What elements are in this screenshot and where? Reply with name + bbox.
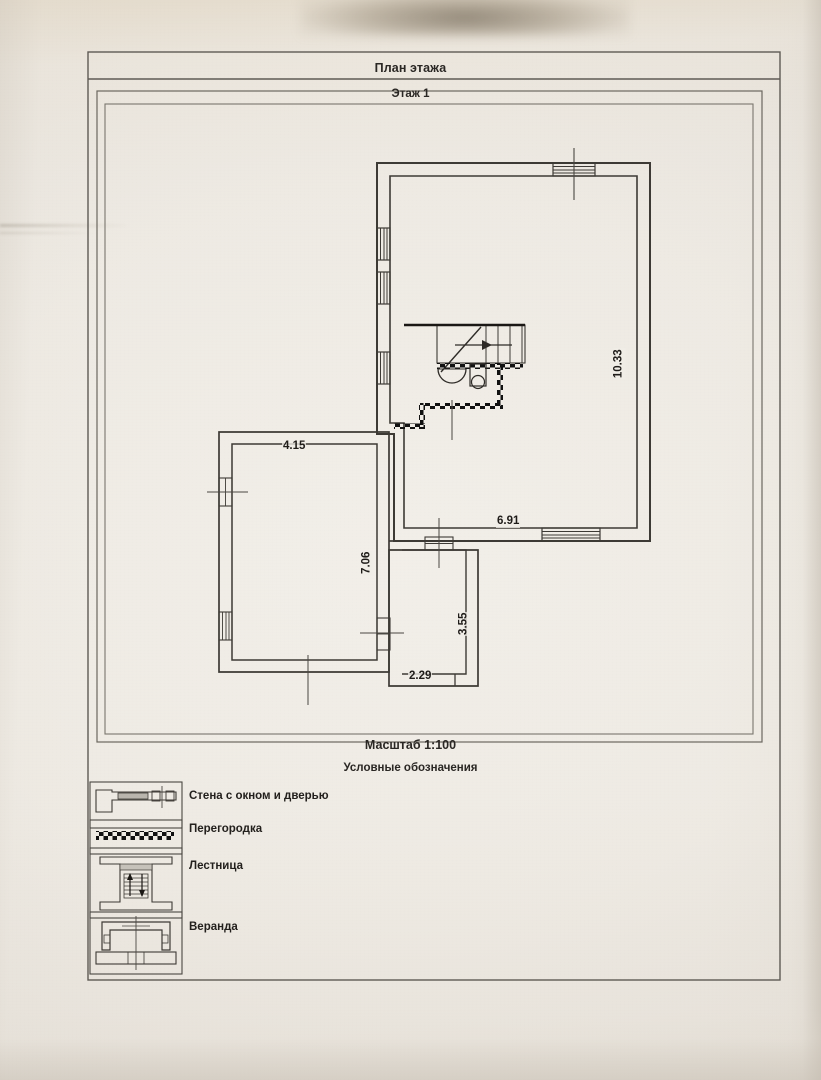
paper-crease-secondary — [0, 232, 96, 234]
paper-crease — [0, 224, 130, 227]
dimension-small-room-width: 2.29 — [408, 670, 433, 683]
paper-smudge — [300, 0, 630, 36]
paper-edge-bottom — [0, 1010, 821, 1080]
page-title: План этажа — [374, 61, 447, 75]
legend-icon-veranda — [95, 916, 177, 970]
dimension-small-room-height: 3.55 — [457, 611, 470, 636]
scale-label: Масштаб 1:100 — [364, 738, 457, 752]
legend-icon-wall-with-window-and-door — [95, 786, 177, 813]
window-main-bottom — [541, 527, 601, 542]
dimension-left-room-width: 4.15 — [282, 440, 307, 453]
window-main-left-1 — [376, 227, 391, 261]
legend-label-wall-with-window-and-door: Стена с окном и дверью — [189, 790, 329, 802]
drawing-frame-middle — [96, 90, 763, 743]
legend-label-staircase: Лестница — [189, 860, 243, 872]
legend-icon-staircase — [99, 856, 173, 911]
partition-bathroom-top — [437, 363, 523, 369]
window-main-left-2 — [376, 271, 391, 305]
dimension-main-room-width: 6.91 — [496, 515, 521, 528]
legend-label-partition: Перегородка — [189, 823, 263, 835]
legend-title: Условные обозначения — [343, 762, 478, 774]
dimension-left-room-height: 7.06 — [360, 550, 373, 575]
toilet-fixture — [469, 363, 487, 390]
window-left-room-lower — [218, 611, 233, 641]
sink-fixture — [437, 368, 467, 384]
legend-icon-partition — [96, 831, 174, 840]
main-room-walls — [376, 162, 651, 542]
floor-label: Этаж 1 — [391, 88, 430, 100]
partition-bathroom-left — [419, 403, 425, 429]
window-main-left-3 — [376, 351, 391, 385]
partition-bathroom-bottom — [425, 403, 503, 409]
paper-edge-right — [787, 0, 821, 1080]
legend-label-veranda: Веранда — [189, 921, 238, 933]
drawing-frame-inner — [104, 103, 754, 735]
partition-bathroom-right — [497, 363, 503, 409]
door-left-room-right — [376, 617, 391, 651]
dimension-main-room-height: 10.33 — [612, 348, 626, 380]
partition-bathroom-lower — [394, 423, 425, 429]
drawing-frame-outer — [87, 51, 781, 981]
